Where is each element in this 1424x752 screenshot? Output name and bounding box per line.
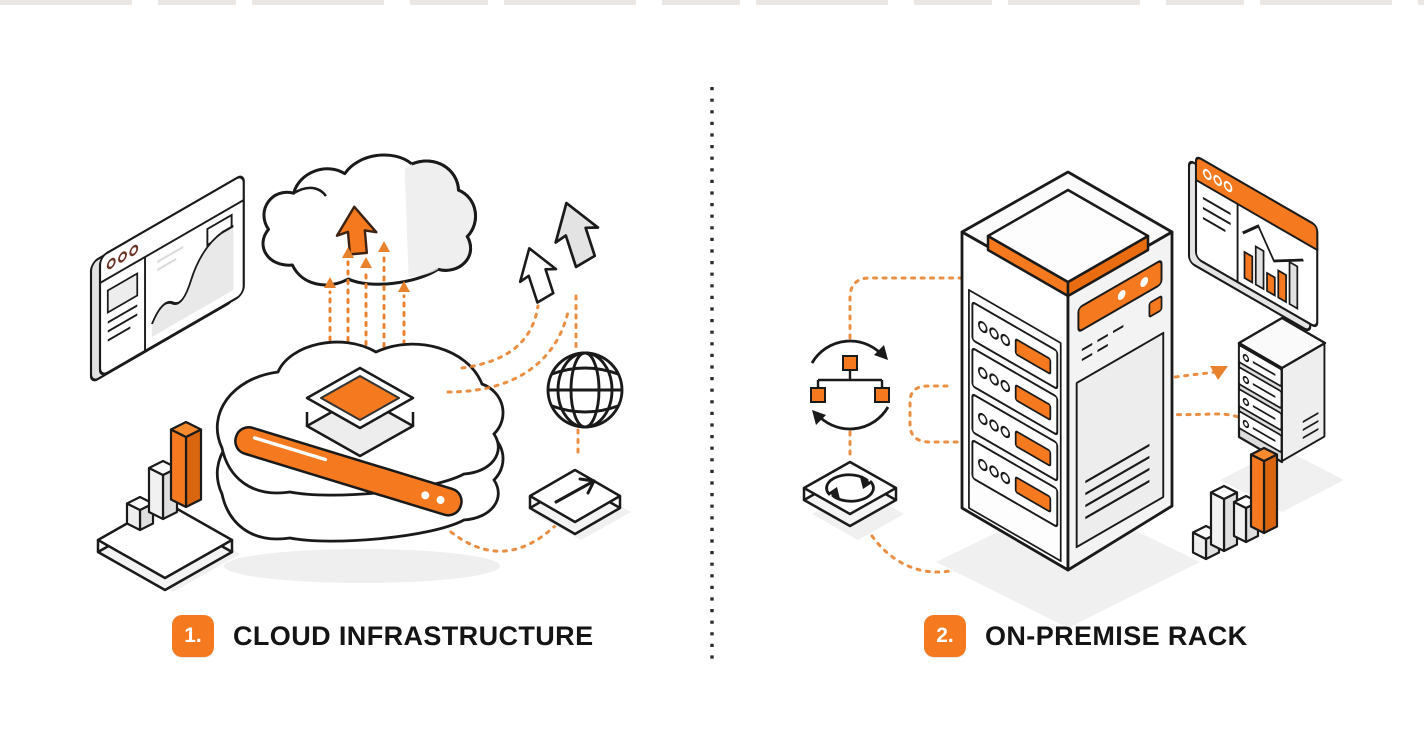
rack-server-unit: [971, 301, 1059, 390]
window-dot-icon: [1213, 174, 1222, 187]
sync-arrows-icon: [825, 473, 875, 503]
area-chart: [151, 226, 234, 337]
window-dot-icon: [1202, 168, 1212, 181]
bar-chart-3d-icon: [96, 420, 240, 592]
arrow-up-right-icon: [554, 477, 596, 504]
connector-arrowhead: [1210, 366, 1228, 380]
rack-server-unit: [971, 347, 1059, 436]
section-label: CLOUD INFRASTRUCTURE: [233, 620, 594, 651]
server-stack-icon: [1220, 316, 1344, 512]
section-label: ON-PREMISE RACK: [985, 620, 1248, 651]
window-dot-icon: [118, 251, 127, 263]
globe-icon: [546, 351, 624, 429]
bar-chart-3d-icon: [1191, 446, 1279, 561]
processor-chip-icon: [305, 366, 415, 458]
analytics-window-icon: [1187, 156, 1319, 332]
window-dot-icon: [129, 244, 139, 257]
bar-line-chart: [1243, 245, 1299, 310]
window-dot-icon: [106, 257, 116, 270]
window-dot-icon: [1223, 180, 1233, 193]
growth-arrows-icon: [518, 201, 600, 304]
topology-refresh-icon: [810, 339, 890, 431]
cloud-upload-icon: [261, 153, 477, 287]
rack-server-unit: [971, 393, 1059, 482]
cloud-platform-icon: [215, 340, 505, 583]
caption-on-premise-rack: 2. ON-PREMISE RACK: [924, 615, 1248, 657]
top-dashed-strip: [0, 0, 1424, 5]
platform-slot: [234, 425, 463, 517]
number-badge: 2.: [924, 615, 966, 657]
rack-server-unit: [971, 439, 1059, 528]
sync-tile-icon: [802, 460, 904, 540]
number-badge: 1.: [172, 615, 214, 657]
dashboard-window-icon: [89, 175, 245, 382]
rack-led-square: [1148, 295, 1163, 318]
export-tile-icon: [528, 468, 631, 540]
connector-dotted: [446, 294, 580, 553]
upload-arrow-icon: [335, 205, 378, 256]
rack-top-plate: [986, 188, 1150, 298]
server-rack-icon: [936, 170, 1200, 628]
caption-cloud-infrastructure: 1. CLOUD INFRASTRUCTURE: [172, 615, 593, 657]
